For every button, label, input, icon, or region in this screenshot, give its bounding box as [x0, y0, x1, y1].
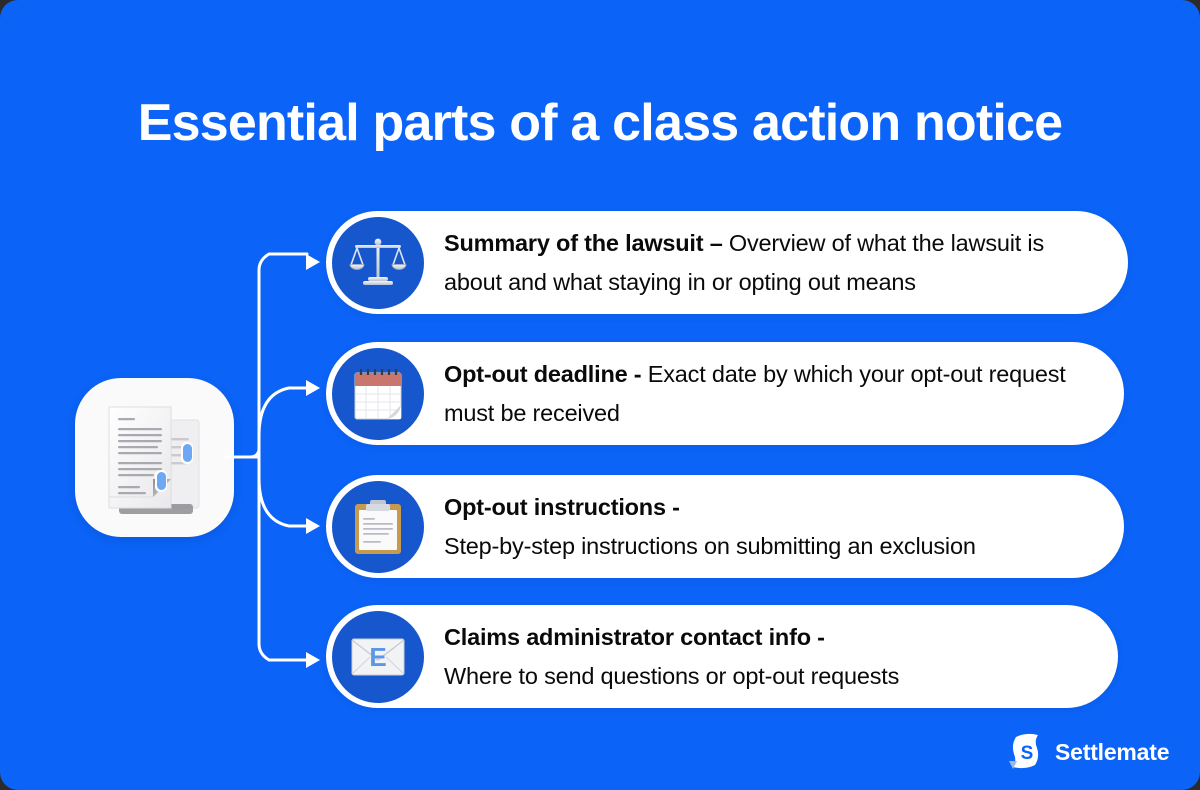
- source-node-document: [75, 378, 234, 537]
- stacked-documents-icon: [108, 406, 200, 514]
- settlemate-s-logo-icon: S: [1009, 733, 1039, 769]
- calendar-icon: [332, 348, 424, 440]
- list-item-lead: Opt-out instructions -: [444, 493, 680, 520]
- list-item-body: Step-by-step instructions on submitting …: [444, 532, 976, 559]
- list-item-body: Exact date by which your opt-out request…: [444, 360, 1066, 426]
- balance-scales-icon: [332, 217, 424, 309]
- list-item[interactable]: Opt-out instructions - Step-by-step inst…: [326, 475, 1124, 578]
- list-item-body: Where to send questions or opt-out reque…: [444, 662, 900, 689]
- connector-lines: [225, 252, 320, 668]
- svg-text:S: S: [1021, 743, 1034, 764]
- list-item[interactable]: Opt-out deadline - Exact date by which y…: [326, 342, 1124, 445]
- page-title: Essential parts of a class action notice: [137, 94, 1063, 152]
- list-item-lead: Claims administrator contact info -: [444, 623, 825, 650]
- clipboard-icon: [332, 481, 424, 573]
- list-item-text: Opt-out instructions - Step-by-step inst…: [444, 488, 976, 566]
- svg-text:E: E: [369, 642, 386, 672]
- email-envelope-icon: E: [332, 611, 424, 703]
- list-item-body: Overview of what the lawsuit is about an…: [444, 229, 1044, 295]
- list-item-text: Summary of the lawsuit – Overview of wha…: [444, 224, 1094, 302]
- brand-logo: S Settlemate: [1007, 731, 1170, 773]
- list-item[interactable]: Summary of the lawsuit – Overview of wha…: [326, 211, 1128, 314]
- list-item[interactable]: E Claims administrator contact info - Wh…: [326, 605, 1118, 708]
- list-item-lead: Summary of the lawsuit –: [444, 229, 723, 256]
- list-item-text: Claims administrator contact info - Wher…: [444, 618, 899, 696]
- list-item-lead: Opt-out deadline -: [444, 360, 642, 387]
- list-item-text: Opt-out deadline - Exact date by which y…: [444, 355, 1090, 433]
- brand-name: Settlemate: [1055, 738, 1170, 765]
